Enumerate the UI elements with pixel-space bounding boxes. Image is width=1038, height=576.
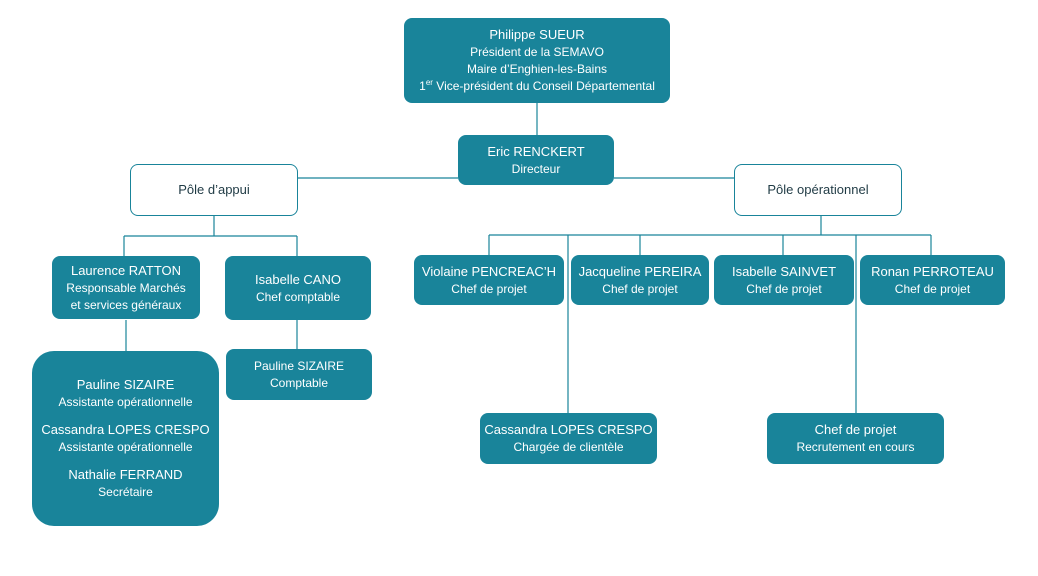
perroteau-title: Chef de projet: [894, 281, 971, 296]
pereira-name: Jacqueline PEREIRA: [578, 263, 702, 279]
pereira-box: Jacqueline PEREIRA Chef de projet: [571, 255, 709, 305]
cano-box: Isabelle CANO Chef comptable: [225, 256, 371, 320]
cano-name: Isabelle CANO: [255, 271, 341, 287]
cano-title: Chef comptable: [255, 289, 341, 304]
sizaire-comptable-title: Comptable: [269, 375, 329, 390]
perroteau-name: Ronan PERROTEAU: [871, 263, 994, 279]
sainvet-box: Isabelle SAINVET Chef de projet: [714, 255, 854, 305]
lopes-box: Cassandra LOPES CRESPO Chargée de client…: [480, 413, 657, 464]
ratton-box: Laurence RATTON Responsable Marchés et s…: [52, 256, 200, 319]
pencreach-name: Violaine PENCREAC’H: [421, 263, 557, 279]
ratton-title1: Responsable Marchés: [66, 280, 186, 295]
team-member-title: Secrétaire: [98, 485, 153, 499]
team-member-name: Cassandra LOPES CRESPO: [41, 422, 210, 437]
pereira-title: Chef de projet: [602, 281, 678, 296]
lopes-name: Cassandra LOPES CRESPO: [484, 422, 653, 437]
ratton-name: Laurence RATTON: [70, 262, 182, 278]
director-title: Directeur: [511, 161, 561, 176]
pencreach-box: Violaine PENCREAC’H Chef de projet: [414, 255, 564, 305]
president-box: Philippe SUEUR Président de la SEMAVO Ma…: [404, 18, 670, 103]
pole-appui-label: Pôle d’appui: [178, 182, 250, 197]
perroteau-box: Ronan PERROTEAU Chef de projet: [860, 255, 1005, 305]
pencreach-title: Chef de projet: [451, 281, 527, 296]
team-member-title: Assistante opérationnelle: [58, 440, 193, 454]
team-member-name: Pauline SIZAIRE: [76, 377, 175, 392]
president-line3-sup: er: [425, 78, 433, 87]
team-member-name: Nathalie FERRAND: [68, 467, 183, 482]
director-box: Eric RENCKERT Directeur: [458, 135, 614, 185]
director-name: Eric RENCKERT: [487, 143, 585, 159]
president-name: Philippe SUEUR: [489, 27, 585, 42]
president-line2: Maire d’Enghien-les-Bains: [466, 62, 608, 76]
president-line3: 1er Vice-président du Conseil Départemen…: [419, 78, 655, 95]
recrutement-box: Chef de projet Recrutement en cours: [767, 413, 944, 464]
pole-appui-box: Pôle d’appui: [130, 164, 298, 216]
appui-team-box: Pauline SIZAIRE Assistante opérationnell…: [32, 351, 219, 526]
team-member-title: Assistante opérationnelle: [58, 395, 193, 409]
sainvet-title: Chef de projet: [746, 281, 822, 296]
pole-operationnel-label: Pôle opérationnel: [767, 182, 869, 197]
sainvet-name: Isabelle SAINVET: [731, 263, 837, 279]
sizaire-comptable-name: Pauline SIZAIRE: [253, 358, 345, 373]
sizaire-comptable-box: Pauline SIZAIRE Comptable: [226, 349, 372, 400]
president-line3-number: 1: [419, 79, 426, 93]
recrutement-name: Chef de projet: [814, 422, 897, 437]
recrutement-title: Recrutement en cours: [796, 440, 915, 454]
president-line1: Président de la SEMAVO: [470, 45, 604, 59]
pole-operationnel-box: Pôle opérationnel: [734, 164, 902, 216]
president-line3-rest: Vice-président du Conseil Départemental: [432, 79, 655, 93]
lopes-title: Chargée de clientèle: [513, 440, 624, 454]
ratton-title2: et services généraux: [70, 297, 182, 312]
